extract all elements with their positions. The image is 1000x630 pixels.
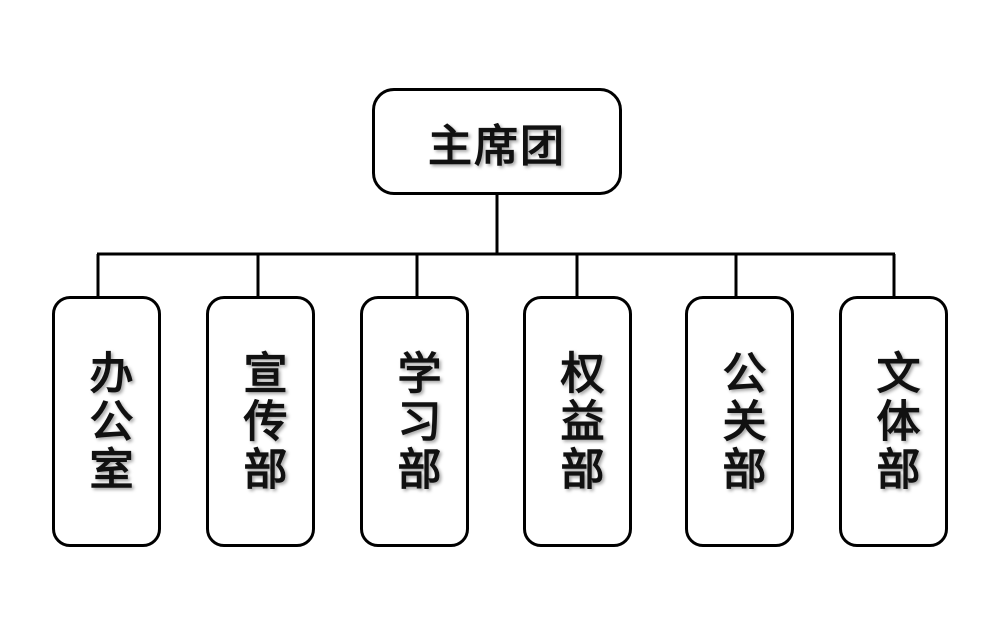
dept-node-study: 学习部 [360,296,469,547]
dept-node-label: 文体部 [868,349,920,494]
dept-node-publicity: 宣传部 [206,296,315,547]
dept-node-rights: 权益部 [523,296,632,547]
dept-node-label: 权益部 [552,349,604,494]
dept-node-label: 宣传部 [235,349,287,494]
dept-node-label: 学习部 [389,349,441,494]
root-node-box: 主席团 [372,88,622,195]
dept-node-office: 办公室 [52,296,161,547]
dept-node-label: 公关部 [714,349,766,494]
dept-node-public-relations: 公关部 [685,296,794,547]
dept-node-label: 办公室 [81,349,133,494]
dept-node-sports-culture: 文体部 [839,296,948,547]
root-node-label: 主席团 [428,120,566,172]
